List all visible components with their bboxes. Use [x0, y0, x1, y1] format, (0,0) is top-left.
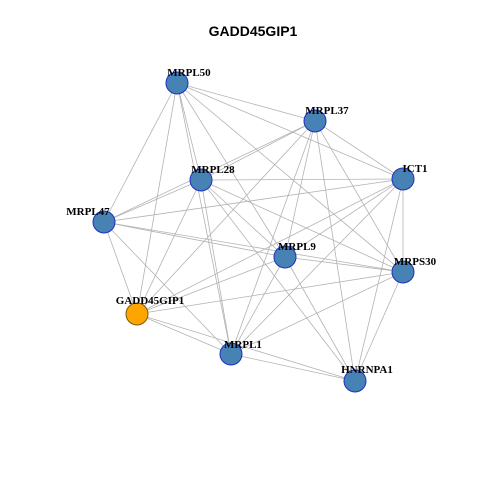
edge-mrpl9-gadd45gip1	[136, 256, 286, 315]
node-label: MRPS30	[394, 256, 437, 268]
edge-mrpl50-mrpl47	[103, 82, 178, 223]
node-label: MRPL50	[167, 67, 211, 79]
edge-ict1-gadd45gip1	[136, 178, 404, 315]
edge-mrpl28-mrpl9	[200, 179, 286, 258]
node-mrpl28[interactable]: MRPL28	[189, 164, 235, 192]
edge-mrpl9-hnrnpa1	[284, 256, 356, 382]
edge-mrpl47-mrpl9	[103, 221, 286, 258]
node-label: GADD45GIP1	[116, 295, 184, 307]
edge-mrps30-mrpl1	[230, 271, 404, 355]
edge-ict1-mrpl47	[103, 178, 404, 223]
edge-mrpl50-mrps30	[176, 82, 404, 273]
node-hnrnpa1[interactable]: HNRNPA1	[341, 364, 393, 393]
edge-mrpl47-mrpl1	[103, 221, 232, 355]
node-circle[interactable]	[343, 369, 367, 393]
node-mrpl37[interactable]: MRPL37	[303, 105, 349, 133]
edges-layer	[103, 82, 404, 382]
edge-mrpl50-gadd45gip1	[136, 82, 178, 315]
node-circle[interactable]	[165, 71, 189, 95]
edge-mrpl28-mrpl47	[103, 179, 202, 223]
edge-mrpl37-mrpl28	[200, 120, 316, 181]
edge-mrpl9-mrps30	[284, 256, 404, 273]
node-gadd45gip1[interactable]: GADD45GIP1	[116, 295, 184, 326]
edge-gadd45gip1-mrpl1	[136, 313, 232, 355]
edge-mrpl37-gadd45gip1	[136, 120, 316, 315]
edge-ict1-mrpl9	[284, 178, 404, 258]
node-circle[interactable]	[273, 245, 297, 269]
node-mrpl50[interactable]: MRPL50	[165, 67, 211, 95]
node-circle[interactable]	[125, 302, 149, 326]
node-mrpl9[interactable]: MRPL9	[273, 241, 316, 269]
node-mrpl47[interactable]: MRPL47	[66, 206, 116, 234]
edge-mrpl28-mrpl1	[200, 179, 232, 355]
diagram-title: GADD45GIP1	[209, 23, 298, 39]
node-circle[interactable]	[303, 109, 327, 133]
edge-mrpl1-hnrnpa1	[230, 353, 356, 382]
edge-mrpl37-mrps30	[314, 120, 404, 273]
edge-mrpl37-mrpl1	[230, 120, 316, 355]
edge-mrpl9-mrpl1	[230, 256, 286, 355]
edge-mrps30-hnrnpa1	[354, 271, 404, 382]
edge-mrpl47-gadd45gip1	[103, 221, 138, 315]
edge-mrpl28-mrps30	[200, 179, 404, 273]
node-label: HNRNPA1	[341, 364, 393, 376]
edge-mrpl50-ict1	[176, 82, 404, 180]
edge-ict1-mrpl28	[200, 178, 404, 181]
edge-mrpl47-mrps30	[103, 221, 404, 273]
node-circle[interactable]	[92, 210, 116, 234]
edge-mrpl37-hnrnpa1	[314, 120, 356, 382]
edge-mrpl37-mrpl9	[284, 120, 316, 258]
node-circle[interactable]	[391, 260, 415, 284]
node-ict1[interactable]: ICT1	[391, 163, 428, 191]
node-label: MRPL28	[191, 164, 235, 176]
node-label: ICT1	[402, 163, 427, 175]
edge-ict1-mrpl1	[230, 178, 404, 355]
node-label: MRPL47	[66, 206, 110, 218]
edge-mrpl50-mrpl28	[176, 82, 202, 181]
edge-mrpl37-mrpl47	[103, 120, 316, 223]
node-label: MRPL9	[278, 241, 316, 253]
edge-mrpl50-mrpl37	[176, 82, 316, 122]
node-circle[interactable]	[219, 342, 243, 366]
node-label: MRPL37	[305, 105, 349, 117]
edge-gadd45gip1-hnrnpa1	[136, 313, 356, 382]
edge-mrpl50-mrpl1	[176, 82, 232, 355]
node-mrpl1[interactable]: MRPL1	[219, 339, 262, 366]
node-mrps30[interactable]: MRPS30	[391, 256, 437, 284]
edge-mrpl50-mrpl9	[176, 82, 286, 258]
edge-mrpl37-ict1	[314, 120, 404, 180]
edge-mrpl28-hnrnpa1	[200, 179, 356, 382]
edge-mrps30-gadd45gip1	[136, 271, 404, 315]
node-circle[interactable]	[189, 168, 213, 192]
node-label: MRPL1	[224, 339, 262, 351]
edge-ict1-hnrnpa1	[354, 178, 404, 382]
edge-mrpl28-gadd45gip1	[136, 179, 202, 315]
node-circle[interactable]	[391, 167, 415, 191]
